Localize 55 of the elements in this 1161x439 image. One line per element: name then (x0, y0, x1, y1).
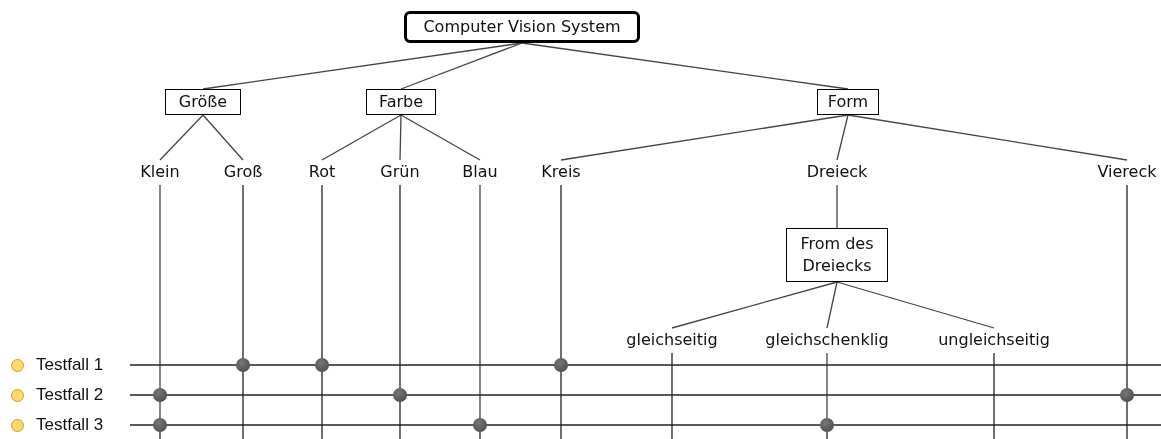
class-label: ungleichseitig (929, 329, 1059, 351)
tree-connector (399, 114, 402, 161)
tree-connector (836, 114, 849, 161)
test-case-line (129, 394, 1161, 396)
class-label: Kreis (534, 161, 588, 183)
selection-dot (153, 418, 167, 432)
selection-dot (315, 358, 329, 372)
test-case-line (129, 364, 1161, 366)
class-line (993, 352, 995, 439)
class-line (560, 184, 562, 439)
class-label: Blau (455, 161, 505, 183)
class-label: Rot (302, 161, 342, 183)
class-label: Viereck (1092, 161, 1161, 183)
selection-dot (236, 358, 250, 372)
class-label: Dreieck (800, 161, 874, 183)
test-case-label: Testfall 3 (36, 413, 104, 436)
tree-connector (836, 281, 995, 329)
category-box: Größe (165, 89, 241, 115)
tree-connector (400, 42, 523, 90)
tree-connector (400, 114, 481, 161)
test-case-line (129, 424, 1161, 426)
class-label: Klein (132, 161, 188, 183)
class-line (479, 184, 481, 419)
category-box: Form (817, 89, 879, 115)
tree-connector (202, 114, 244, 161)
class-line (242, 184, 244, 439)
tree-connector (826, 281, 838, 329)
selection-dot (153, 388, 167, 402)
selection-dot (554, 358, 568, 372)
tree-connector (521, 42, 849, 90)
class-line (826, 352, 828, 419)
tree-connector (671, 281, 838, 329)
selection-dot (473, 418, 487, 432)
class-label: Groß (218, 161, 268, 183)
selection-dot (820, 418, 834, 432)
tree-connector (847, 114, 1128, 161)
selection-dot (393, 388, 407, 402)
selection-dot (1120, 388, 1134, 402)
tree-connector (321, 114, 402, 161)
root-box: Computer Vision System (404, 11, 640, 43)
tree-connector (560, 114, 849, 161)
class-line (1126, 184, 1128, 439)
test-case-label: Testfall 1 (36, 353, 104, 376)
category-box: From des Dreiecks (786, 228, 888, 282)
test-case-label: Testfall 2 (36, 383, 104, 406)
class-label: Grün (375, 161, 425, 183)
class-line (671, 352, 673, 439)
class-label: gleichschenklig (757, 329, 897, 351)
class-label: gleichseitig (617, 329, 727, 351)
tree-connector (836, 184, 838, 229)
class-line (159, 184, 161, 419)
class-line (321, 184, 323, 439)
category-box: Farbe (366, 89, 436, 115)
class-line (399, 184, 401, 439)
tree-connector (159, 114, 204, 161)
